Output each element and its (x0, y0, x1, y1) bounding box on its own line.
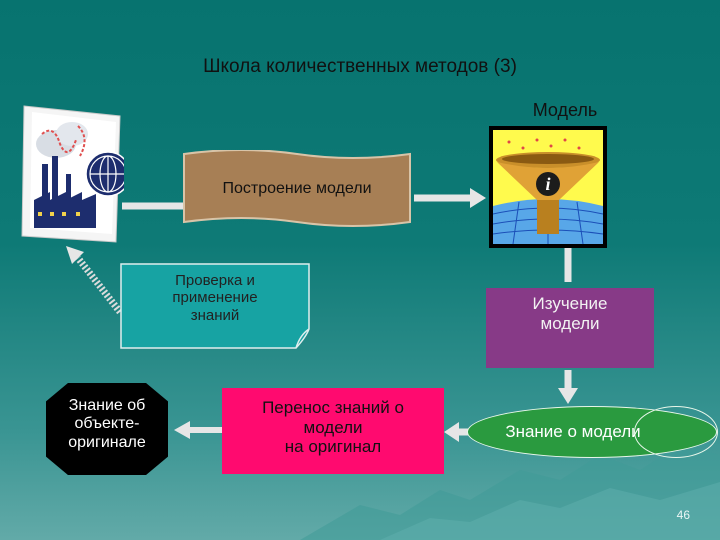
slide-title: Школа количественных методов (3) (203, 56, 517, 77)
knowledge-model-label: Знание о модели (505, 422, 641, 441)
check-apply-label: Проверка и применение знаний (172, 272, 258, 324)
knowledge-model-ellipse-outline (634, 406, 718, 458)
study-model-box (486, 288, 654, 368)
arrow-check-to-original (75, 255, 123, 315)
transfer-knowledge-box (222, 388, 444, 474)
knowledge-object-label: Знание об объекте- оригинале (68, 397, 146, 451)
check-apply-box (120, 263, 310, 349)
model-label: Модель (532, 100, 598, 120)
factory-globe-icon (21, 105, 124, 243)
page-number: 46 (676, 508, 690, 522)
study-model-label: Изучение модели (532, 294, 608, 333)
transfer-knowledge-label: Перенос знаний о модели на оригинал (262, 398, 404, 457)
funnel-info-icon: i (489, 126, 607, 248)
build-model-banner (183, 150, 411, 227)
build-model-label: Построение модели (222, 180, 372, 197)
knowledge-object-octagon (46, 383, 168, 475)
svg-text:i: i (545, 174, 550, 194)
